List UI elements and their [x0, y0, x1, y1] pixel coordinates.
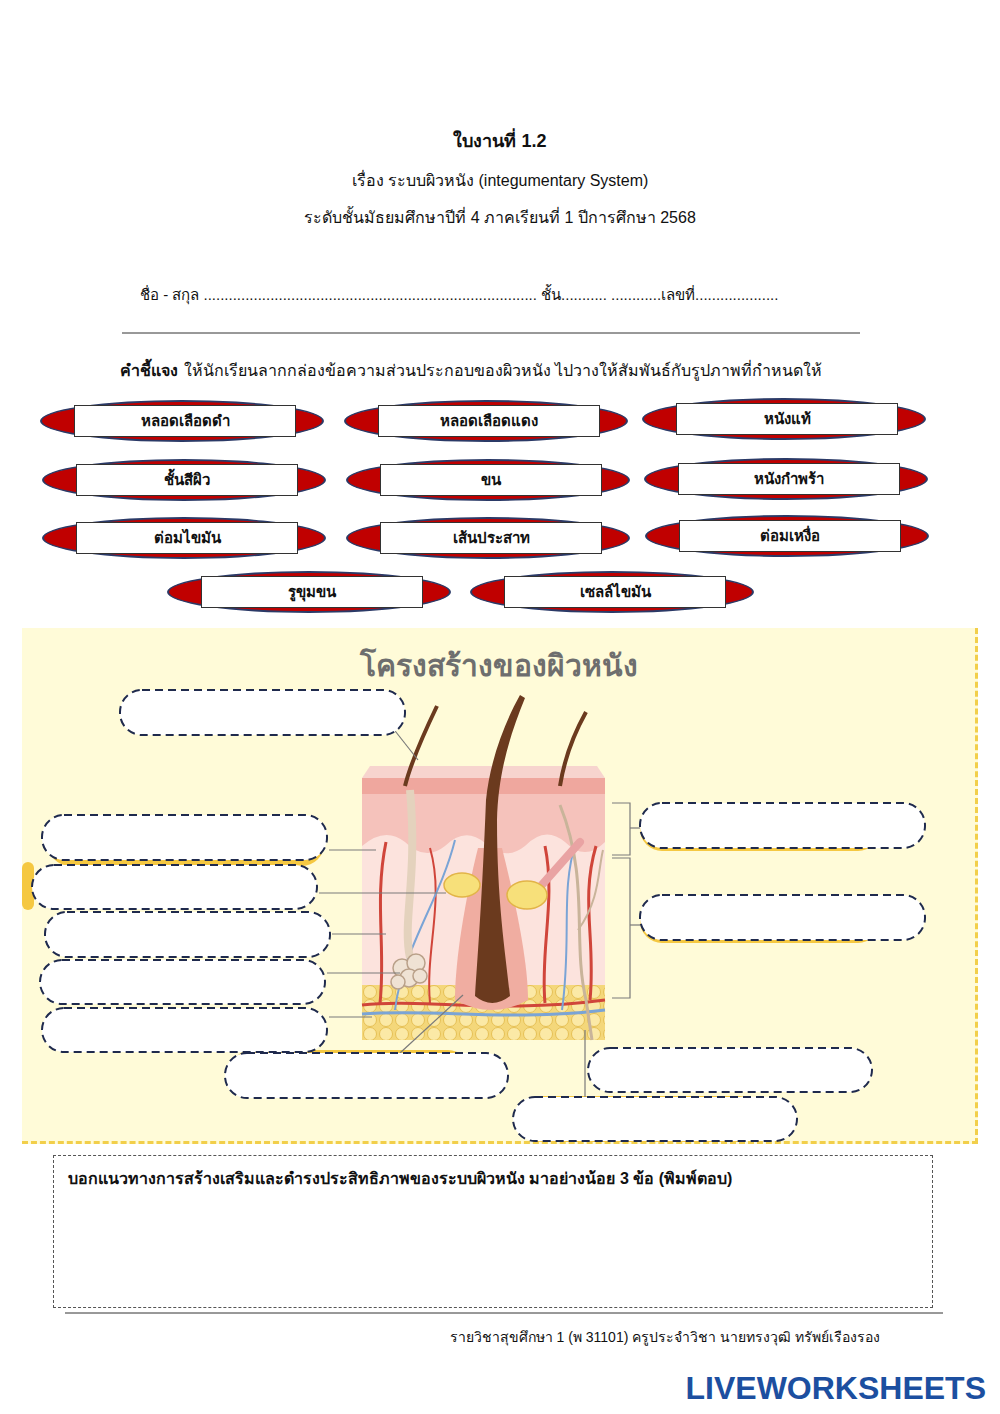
word-pill: ต่อมเหงื่อ [645, 515, 929, 557]
skin-block [362, 695, 605, 1040]
subject-line: เรื่อง ระบบผิวหนัง (integumentary System… [0, 168, 1000, 193]
accent [230, 1050, 470, 1096]
accent [640, 805, 880, 851]
word-pill: ขน [346, 459, 630, 501]
word-pill: หลอดเลือดดำ [40, 400, 324, 442]
accent [48, 820, 324, 866]
word-pill: หนังกำพร้า [644, 458, 928, 500]
instruction-text: ให้นักเรียนลากกล่องข้อความส่วนประกอบของผ… [184, 358, 990, 383]
pill-label: ต่อมไขมัน [76, 522, 298, 554]
divider-line [122, 333, 860, 334]
class-line: ระดับชั้นมัธยมศึกษาปีที่ 4 ภาคเรียนที่ 1… [0, 205, 1000, 230]
watermark: LIVEWORKSHEETS [686, 1370, 986, 1407]
worksheet-title: ใบงานที่ 1.2 [0, 126, 1000, 155]
pill-label: หลอดเลือดดำ [74, 405, 296, 437]
pill-label: หลอดเลือดแดง [378, 405, 600, 437]
panel-title: โครงสร้างของผิวหนัง [22, 642, 975, 689]
pill-label: หนังแท้ [676, 403, 898, 435]
accent [520, 1096, 760, 1142]
word-pill: หลอดเลือดแดง [344, 400, 628, 442]
word-pill: หนังแท้ [642, 398, 926, 440]
leader-lines [319, 727, 640, 1098]
pill-label: ขน [380, 464, 602, 496]
footer-line [65, 1313, 943, 1314]
accent [640, 897, 880, 943]
pill-label: เส้นประสาท [380, 522, 602, 554]
pill-label: เซลล์ไขมัน [504, 576, 726, 608]
name-line: ชื่อ - สกุล ............................… [140, 283, 778, 307]
answer-slots [32, 690, 925, 1141]
pill-label: ชั้นสีผิว [76, 464, 298, 496]
word-pill: ชั้นสีผิว [42, 459, 326, 501]
answer-box: บอกแนวทางการสร้างเสริมและดำรงประสิทธิภาพ… [53, 1155, 933, 1308]
word-pill: รูขุมขน [167, 571, 451, 613]
instruction-heading: คำชี้แจง [120, 358, 178, 383]
pill-label: หนังกำพร้า [678, 463, 900, 495]
word-pill: เซลล์ไขมัน [470, 571, 754, 613]
pill-label: รูขุมขน [201, 576, 423, 608]
word-pill: เส้นประสาท [346, 517, 630, 559]
pill-label: ต่อมเหงื่อ [679, 520, 901, 552]
diagram-panel: โครงสร้างของผิวหนัง [22, 628, 978, 1144]
question-text: บอกแนวทางการสร้างเสริมและดำรงประสิทธิภาพ… [54, 1156, 932, 1201]
footer-text: รายวิชาสุขศึกษา 1 (พ 31101) ครูประจำวิชา… [450, 1326, 880, 1348]
word-pill: ต่อมไขมัน [42, 517, 326, 559]
accent [22, 862, 34, 910]
